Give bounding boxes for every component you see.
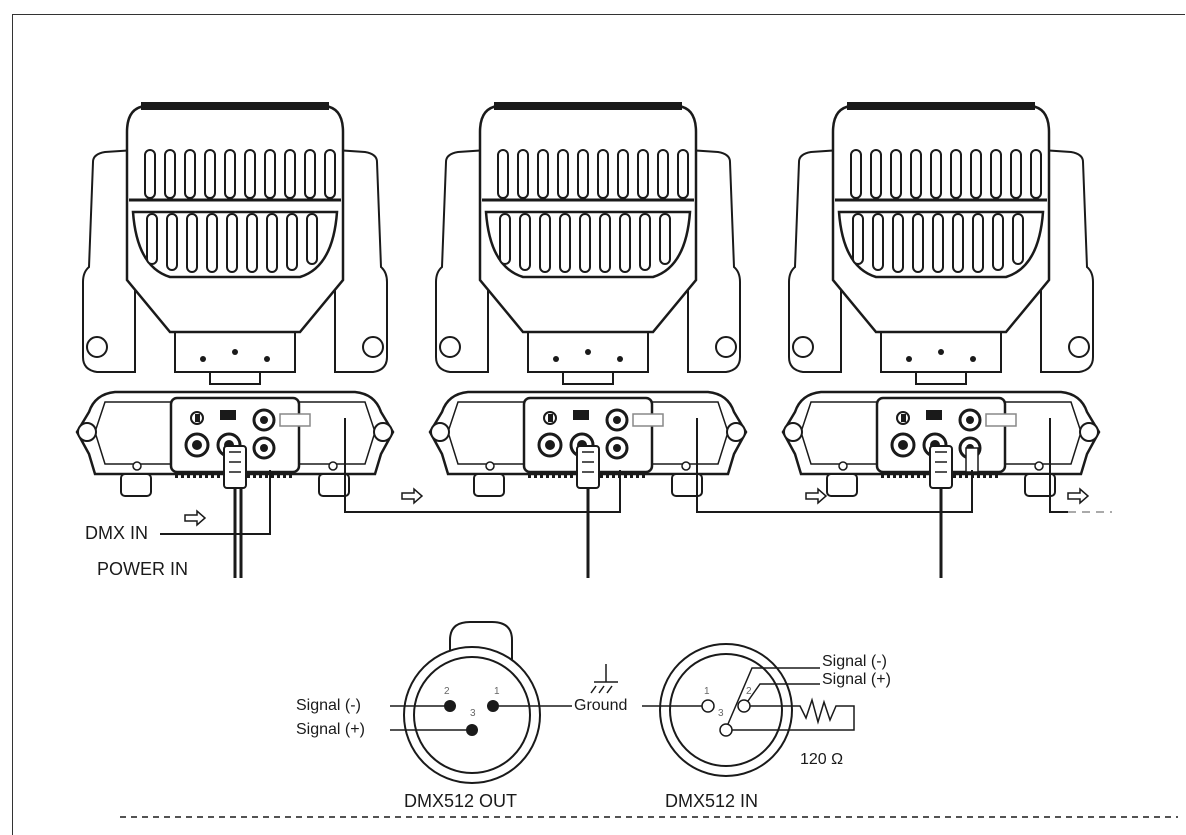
dmx-cables bbox=[160, 418, 1068, 535]
in-signal-minus-label: Signal (-) bbox=[822, 653, 887, 670]
power-plug-2 bbox=[576, 445, 600, 489]
arrow-icon bbox=[184, 510, 206, 526]
dmx-in-label: DMX IN bbox=[85, 523, 148, 543]
power-in-label: POWER IN bbox=[97, 559, 189, 579]
in-pin-3: 3 bbox=[718, 708, 724, 719]
power-plug-1 bbox=[223, 445, 247, 489]
out-signal-plus-label: Signal (+) bbox=[296, 721, 365, 738]
dmx512-out-title: DMX512 OUT bbox=[404, 791, 518, 811]
power-cables bbox=[233, 488, 943, 578]
arrow-icon bbox=[805, 488, 827, 504]
in-pin-2: 2 bbox=[746, 686, 752, 697]
arrow-icon bbox=[1067, 488, 1089, 504]
in-pin-1: 1 bbox=[704, 686, 710, 697]
ground-label: Ground bbox=[574, 697, 628, 714]
dmx512-in-title: DMX512 IN bbox=[665, 791, 759, 811]
dmx512-in-connector bbox=[642, 643, 855, 777]
out-signal-minus-label: Signal (-) bbox=[296, 697, 361, 714]
out-pin-1: 1 bbox=[494, 686, 500, 697]
moving-head-2 bbox=[428, 100, 748, 498]
resistor-label: 120 Ω bbox=[800, 751, 844, 768]
arrow-icon bbox=[401, 488, 423, 504]
ground-icon bbox=[590, 664, 618, 694]
out-pin-3: 3 bbox=[470, 708, 476, 719]
dmx512-out-connector bbox=[390, 621, 572, 784]
out-pin-2: 2 bbox=[444, 686, 450, 697]
dmx-terminator bbox=[965, 447, 979, 473]
moving-head-3 bbox=[781, 100, 1101, 498]
in-signal-plus-label: Signal (+) bbox=[822, 671, 891, 688]
page-frame bbox=[12, 14, 1185, 835]
